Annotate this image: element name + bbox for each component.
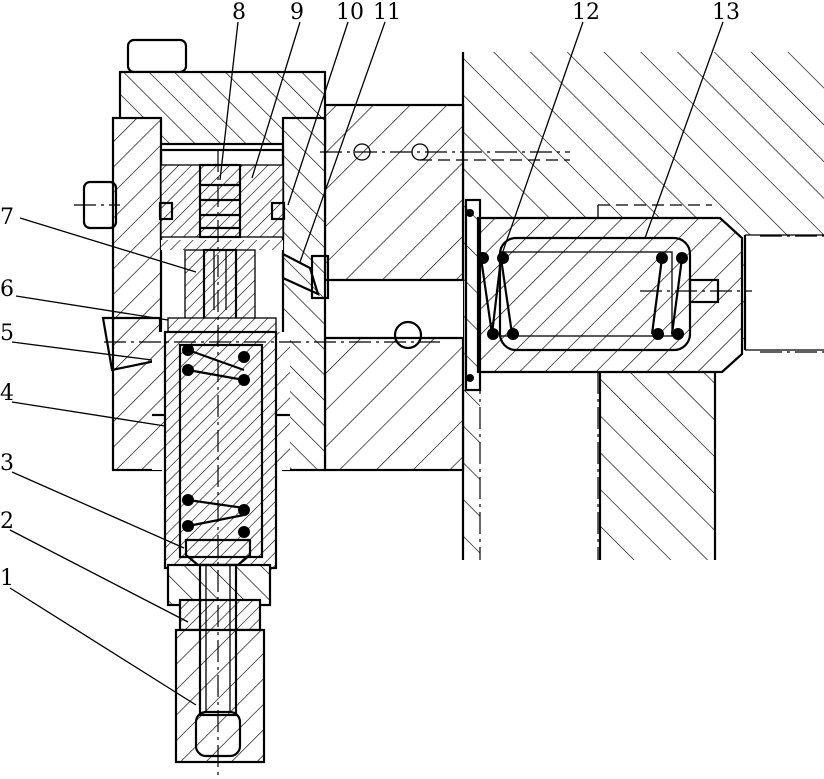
leader-5 <box>11 341 153 361</box>
label-9: 9 <box>290 0 304 25</box>
middle-plate <box>323 103 465 472</box>
upper-chamber <box>158 148 286 250</box>
check-valve-part-11 <box>281 252 330 300</box>
leader-13 <box>644 21 724 239</box>
part-number-labels: 1 2 3 4 5 6 7 8 9 10 11 12 13 <box>0 0 740 591</box>
centerlines <box>74 143 824 779</box>
leader-3 <box>11 471 185 549</box>
label-13: 13 <box>712 0 740 25</box>
leader-11 <box>299 21 386 263</box>
leader-9 <box>251 21 301 179</box>
label-12: 12 <box>572 0 600 25</box>
leader-12 <box>501 21 584 255</box>
leader-10 <box>287 21 349 206</box>
leader-7 <box>19 217 197 273</box>
label-11: 11 <box>373 0 401 25</box>
stem-guide-part-7 <box>167 248 277 336</box>
lower-plug-parts-1-2-3 <box>166 538 272 764</box>
label-10: 10 <box>336 0 364 25</box>
leader-2 <box>9 529 189 623</box>
spring-sleeve-part-4 <box>152 330 290 600</box>
leader-8 <box>219 21 239 181</box>
label-5: 5 <box>0 321 14 346</box>
label-4: 4 <box>0 381 14 406</box>
label-7: 7 <box>0 205 14 230</box>
label-8: 8 <box>232 0 246 25</box>
leader-1 <box>9 587 197 706</box>
label-6: 6 <box>0 277 14 302</box>
leader-4 <box>11 401 166 427</box>
label-2: 2 <box>0 509 14 534</box>
leader-6 <box>15 295 169 321</box>
callout-leaders <box>9 21 724 706</box>
label-1: 1 <box>0 566 14 591</box>
label-3: 3 <box>0 451 14 476</box>
spring-part-12 <box>477 252 688 340</box>
lower-spring <box>182 344 250 538</box>
